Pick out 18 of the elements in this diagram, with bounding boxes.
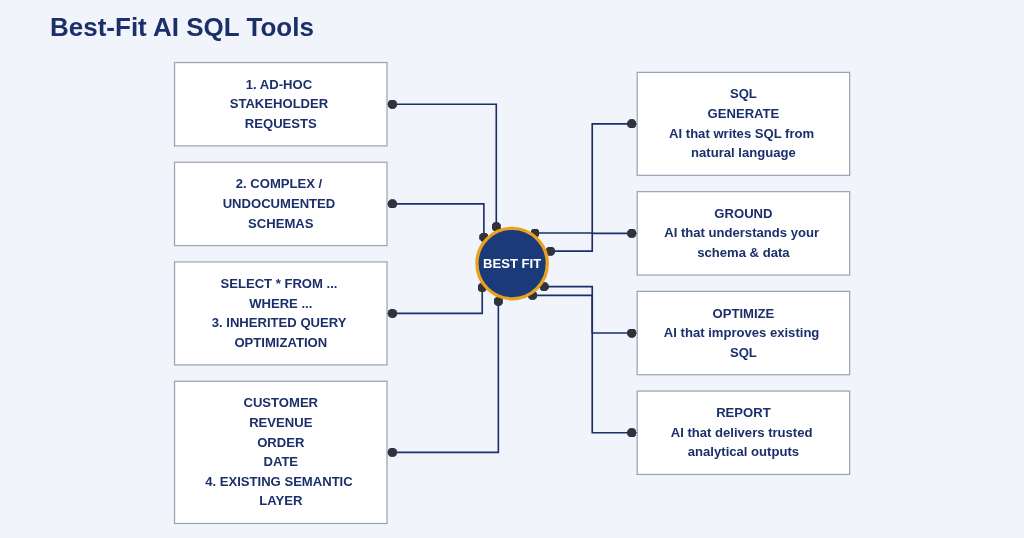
- connector: [386, 99, 502, 233]
- title: Best-Fit AI SQL Tools: [50, 12, 314, 43]
- connector: [526, 290, 638, 438]
- node-box: OPTIMIZE AI that improves existing SQL: [636, 290, 851, 376]
- node-box: CUSTOMER REVENUE ORDER DATE 4. EXISTING SEMANTIC LAYER: [173, 380, 388, 525]
- connector: [537, 281, 638, 338]
- connector: [544, 228, 638, 257]
- node-box: GROUND AI that understands your schema & data: [636, 191, 851, 276]
- node-circle: BEST FIT: [475, 226, 549, 301]
- node-box: REPORT AI that delivers trusted analytical outputs: [636, 390, 851, 476]
- connector: [528, 118, 638, 238]
- node-box: 1. AD-HOC STAKEHOLDER REQUESTS: [173, 61, 388, 147]
- connector: [386, 295, 504, 458]
- node-box: 2. COMPLEX / UNDOCUMENTED SCHEMAS: [173, 161, 388, 247]
- node-box: SELECT * FROM ... WHERE ... 3. INHERITED QUERY OPTIMIZATION: [173, 261, 388, 366]
- connector: [386, 199, 489, 244]
- connector: [386, 281, 488, 319]
- node-box: SQL GENERATE AI that writes SQL from natural language: [636, 71, 851, 176]
